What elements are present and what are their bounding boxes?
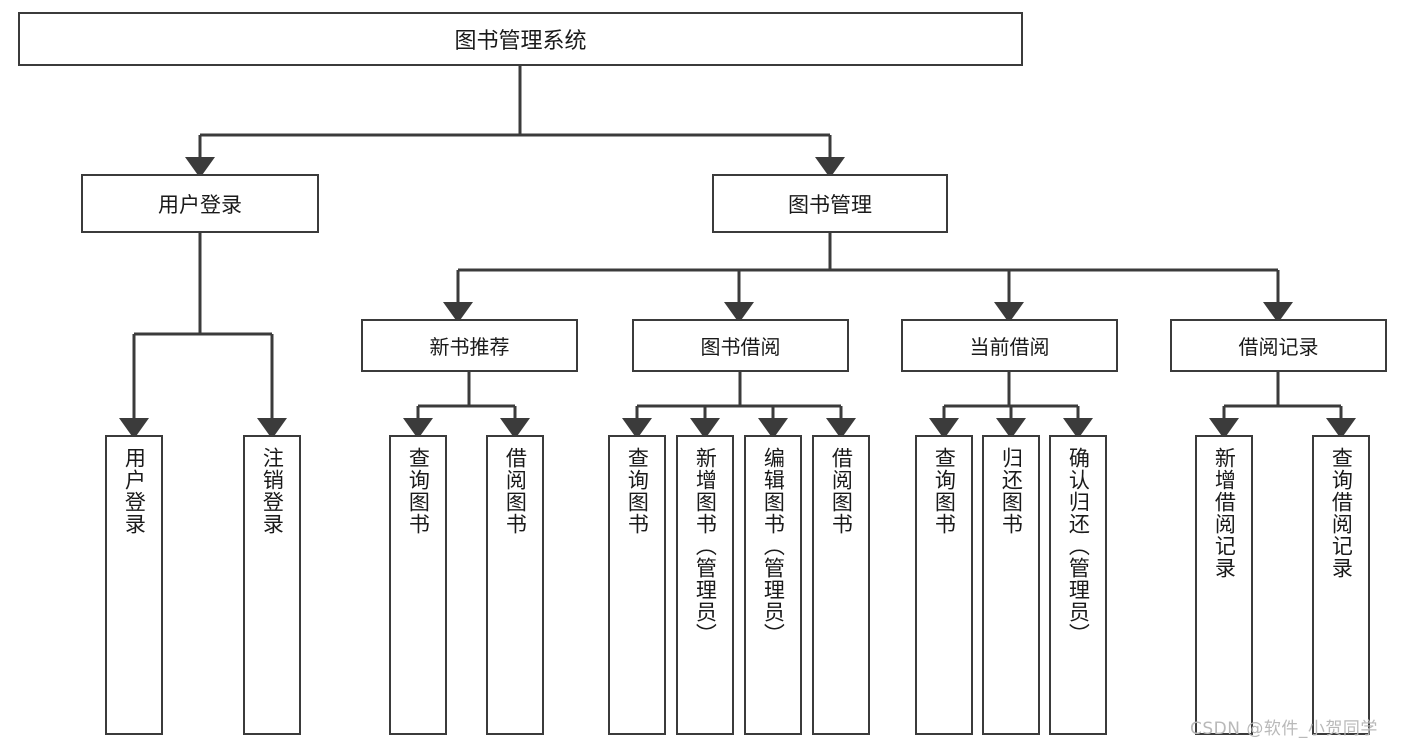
leaf-label: 查询借阅记录 xyxy=(1329,447,1354,579)
leaf-label: 查询图书 xyxy=(932,447,957,535)
node-label: 图书管理 xyxy=(788,192,872,217)
leaf-add-borrow-record[interactable]: 新增借阅记录 xyxy=(1195,435,1253,735)
leaf-query-borrow-record[interactable]: 查询借阅记录 xyxy=(1312,435,1370,735)
leaf-query-book-current[interactable]: 查询图书 xyxy=(915,435,973,735)
node-user-login[interactable]: 用户登录 xyxy=(81,174,319,233)
node-label: 借阅记录 xyxy=(1238,335,1319,359)
watermark-text: CSDN @软件_小贺同学 xyxy=(1190,719,1378,739)
leaf-label: 新增图书（管理员） xyxy=(693,447,718,645)
node-label: 用户登录 xyxy=(158,192,242,217)
leaf-query-book-borrow[interactable]: 查询图书 xyxy=(608,435,666,735)
leaf-label: 借阅图书 xyxy=(503,447,528,535)
node-book-management[interactable]: 图书管理 xyxy=(712,174,948,233)
node-current-borrow[interactable]: 当前借阅 xyxy=(901,319,1118,372)
leaf-label: 查询图书 xyxy=(406,447,431,535)
node-label: 图书借阅 xyxy=(700,335,781,359)
leaf-return-book[interactable]: 归还图书 xyxy=(982,435,1040,735)
leaf-user-logout[interactable]: 注销登录 xyxy=(243,435,301,735)
leaf-borrow-book[interactable]: 借阅图书 xyxy=(812,435,870,735)
node-book-borrow[interactable]: 图书借阅 xyxy=(632,319,849,372)
leaf-add-book-admin[interactable]: 新增图书（管理员） xyxy=(676,435,734,735)
leaf-label: 用户登录 xyxy=(122,447,147,535)
leaf-confirm-return-admin[interactable]: 确认归还（管理员） xyxy=(1049,435,1107,735)
node-label: 当前借阅 xyxy=(969,335,1050,359)
leaf-label: 注销登录 xyxy=(260,447,285,535)
leaf-label: 确认归还（管理员） xyxy=(1066,447,1091,645)
leaf-edit-book-admin[interactable]: 编辑图书（管理员） xyxy=(744,435,802,735)
leaf-label: 借阅图书 xyxy=(829,447,854,535)
node-root-system[interactable]: 图书管理系统 xyxy=(18,12,1023,66)
leaf-borrow-book-recommend[interactable]: 借阅图书 xyxy=(486,435,544,735)
node-label: 新书推荐 xyxy=(429,335,510,359)
node-root-label: 图书管理系统 xyxy=(454,29,587,54)
leaf-label: 编辑图书（管理员） xyxy=(761,447,786,645)
node-new-book-recommend[interactable]: 新书推荐 xyxy=(361,319,578,372)
leaf-user-login[interactable]: 用户登录 xyxy=(105,435,163,735)
leaf-label: 新增借阅记录 xyxy=(1212,447,1237,579)
leaf-label: 归还图书 xyxy=(999,447,1024,535)
leaf-label: 查询图书 xyxy=(625,447,650,535)
node-borrow-records[interactable]: 借阅记录 xyxy=(1170,319,1387,372)
leaf-query-book-recommend[interactable]: 查询图书 xyxy=(389,435,447,735)
